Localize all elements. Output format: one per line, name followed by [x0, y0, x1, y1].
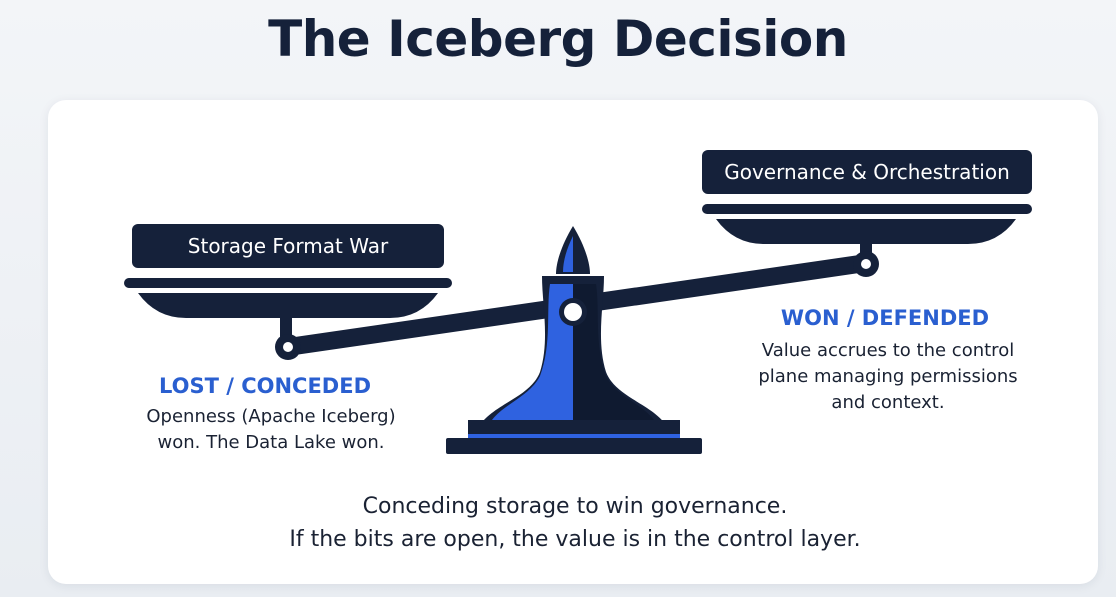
left-scale-pan — [124, 278, 452, 360]
scale-body-left-blue — [492, 284, 573, 420]
left-label-box — [132, 224, 444, 268]
right-label-box — [702, 150, 1032, 194]
scale-body-shadow — [573, 284, 654, 420]
left-description: Openness (Apache Iceberg) won. The Data … — [118, 404, 424, 456]
caption-line: If the bits are open, the value is in th… — [289, 527, 861, 552]
left-status: LOST / CONCEDED — [158, 374, 372, 398]
scale-center-pivot-dot — [564, 303, 582, 321]
caption: Conceding storage to win governance. If … — [160, 490, 990, 556]
left-pan-bowl — [138, 293, 438, 318]
right-pan-bowl — [716, 219, 1016, 244]
right-pan-lip — [702, 204, 1032, 214]
right-scale-pan — [702, 204, 1032, 277]
right-description-line: plane managing permissions — [758, 366, 1018, 387]
right-status: WON / DEFENDED — [780, 306, 990, 330]
right-description: Value accrues to the control plane manag… — [724, 338, 1052, 416]
scale-base-collar — [468, 420, 680, 434]
right-description-line: Value accrues to the control — [761, 340, 1015, 361]
scale-spike-highlight — [563, 236, 573, 272]
right-description-line: and context. — [831, 392, 945, 413]
right-pivot-inner — [861, 259, 871, 269]
left-pan-label: Storage Format War — [187, 234, 389, 258]
scale-base-plinth — [446, 438, 702, 454]
left-pan-lip — [124, 278, 452, 288]
caption-line: Conceding storage to win governance. — [362, 494, 788, 519]
right-pan-label: Governance & Orchestration — [724, 160, 1010, 184]
left-description-line: Openness (Apache Iceberg) — [146, 406, 396, 427]
page-title: The Iceberg Decision — [268, 10, 848, 68]
left-description-line: won. The Data Lake won. — [157, 432, 385, 453]
left-pivot-inner — [283, 342, 293, 352]
scale-base-stripe — [468, 434, 680, 438]
